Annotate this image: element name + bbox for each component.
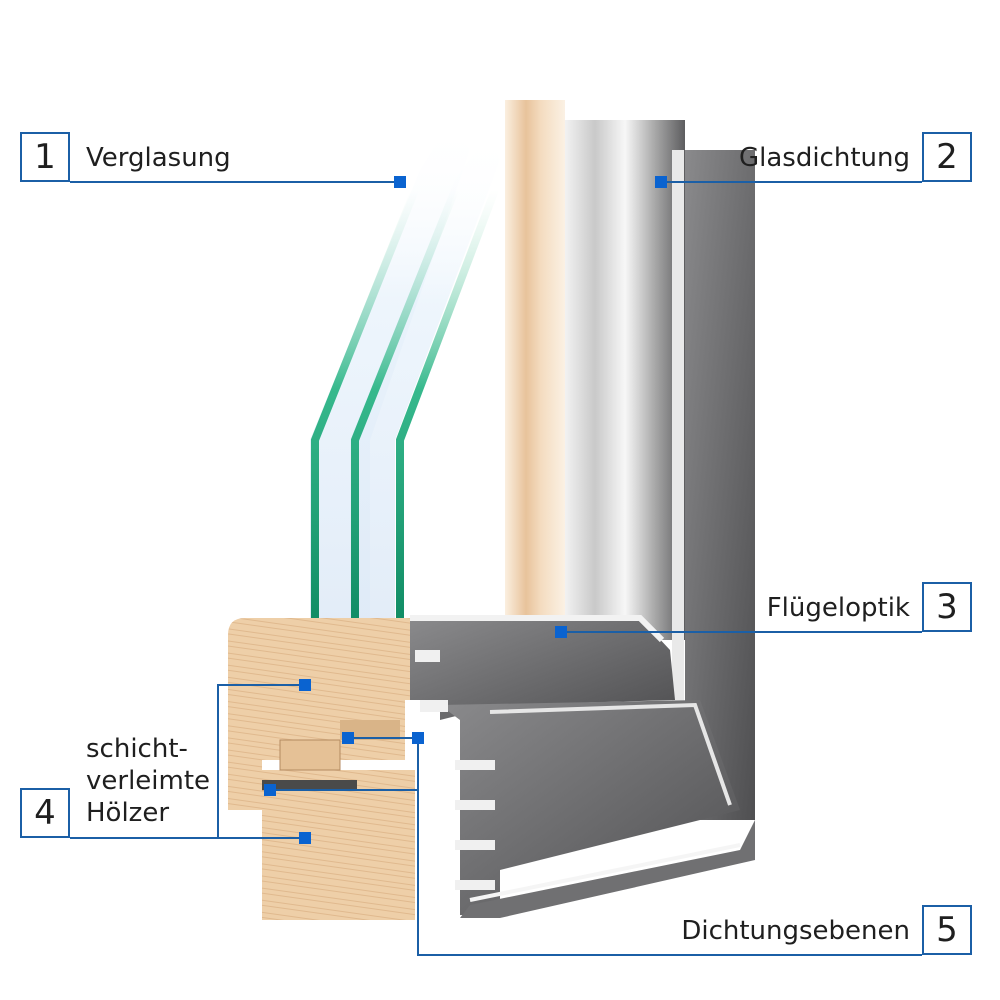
marker-4b bbox=[299, 832, 311, 844]
frame-wood-upright bbox=[505, 100, 565, 620]
leader-line-5 bbox=[270, 789, 922, 956]
glass-pane-edge-1 bbox=[311, 188, 419, 632]
callout-number-5: 5 bbox=[922, 905, 972, 955]
marker-1 bbox=[394, 176, 406, 188]
frame-aluminium-upright bbox=[565, 120, 685, 640]
marker-5c bbox=[264, 784, 276, 796]
marker-4a bbox=[299, 679, 311, 691]
seal-strip bbox=[262, 780, 357, 790]
marker-5b bbox=[412, 732, 424, 744]
callout-label-line: schicht- bbox=[86, 734, 188, 764]
callout-label-verglasung: Verglasung bbox=[86, 143, 231, 173]
callout-label-glasdichtung: Glasdichtung bbox=[738, 143, 910, 173]
leader-line-4 bbox=[217, 684, 305, 839]
callout-label-line: verleimte bbox=[86, 766, 211, 796]
wood-frame-profile bbox=[262, 770, 415, 920]
marker-points bbox=[264, 176, 667, 844]
aluminium-sash-cladding bbox=[410, 618, 675, 720]
marker-3 bbox=[555, 626, 567, 638]
marker-2 bbox=[655, 176, 667, 188]
callout-label-fluegeloptik: Flügeloptik bbox=[766, 593, 910, 623]
callout-number-4: 4 bbox=[20, 788, 70, 838]
callout-label-dichtungsebenen: Dichtungsebenen bbox=[681, 916, 910, 946]
callout-number-3: 3 bbox=[922, 582, 972, 632]
glass-pane-edge-3 bbox=[396, 188, 499, 632]
callout-number-1: 1 bbox=[20, 132, 70, 182]
callout-number-2: 2 bbox=[922, 132, 972, 182]
wood-sash-profile bbox=[228, 618, 410, 810]
callout-label-schichtverleimte-hoelzer: schicht- verleimte Hölzer bbox=[86, 733, 236, 829]
marker-5a bbox=[342, 732, 354, 744]
callout-label-line: Hölzer bbox=[86, 798, 170, 828]
glass-pane-edge-2 bbox=[351, 188, 459, 632]
aluminium-frame-cladding bbox=[440, 700, 740, 915]
